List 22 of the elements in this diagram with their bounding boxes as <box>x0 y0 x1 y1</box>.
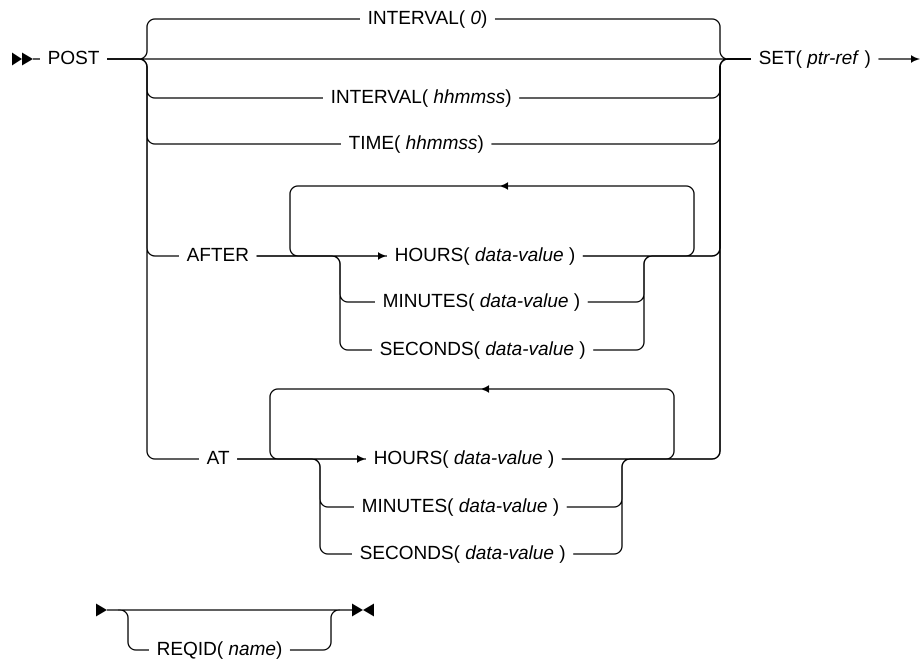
syntax-keyword: INTERVAL( hhmmss) <box>332 89 510 107</box>
syntax-keyword: SECONDS( data-value ) <box>360 545 564 563</box>
syntax-keyword: AT <box>206 450 230 464</box>
syntax-keyword: MINUTES( data-value ) <box>363 498 558 516</box>
syntax-keyword: SET( ptr-ref ) <box>760 50 870 68</box>
syntax-keyword: MINUTES( data-value ) <box>384 293 579 311</box>
track-line <box>290 609 340 651</box>
track-line <box>118 609 149 651</box>
syntax-keyword: HOURS( data-value ) <box>396 247 574 265</box>
repeat-arrow <box>269 386 675 462</box>
track-line <box>237 458 352 555</box>
syntax-keyword: SECONDS( data-value ) <box>380 341 584 359</box>
syntax-keyword: REQID( name) <box>158 641 282 659</box>
syntax-keyword: TIME( hhmmss) <box>349 135 483 153</box>
repeat-arrow <box>289 182 695 260</box>
syntax-keyword: HOURS( data-value ) <box>375 450 554 468</box>
syntax-keyword: AFTER <box>186 248 248 261</box>
track-line <box>107 58 199 460</box>
arrow <box>878 56 918 62</box>
syntax-keyword: POST <box>49 50 99 64</box>
track-line <box>256 255 372 351</box>
syntax-keyword: INTERVAL( 0) <box>369 10 486 28</box>
